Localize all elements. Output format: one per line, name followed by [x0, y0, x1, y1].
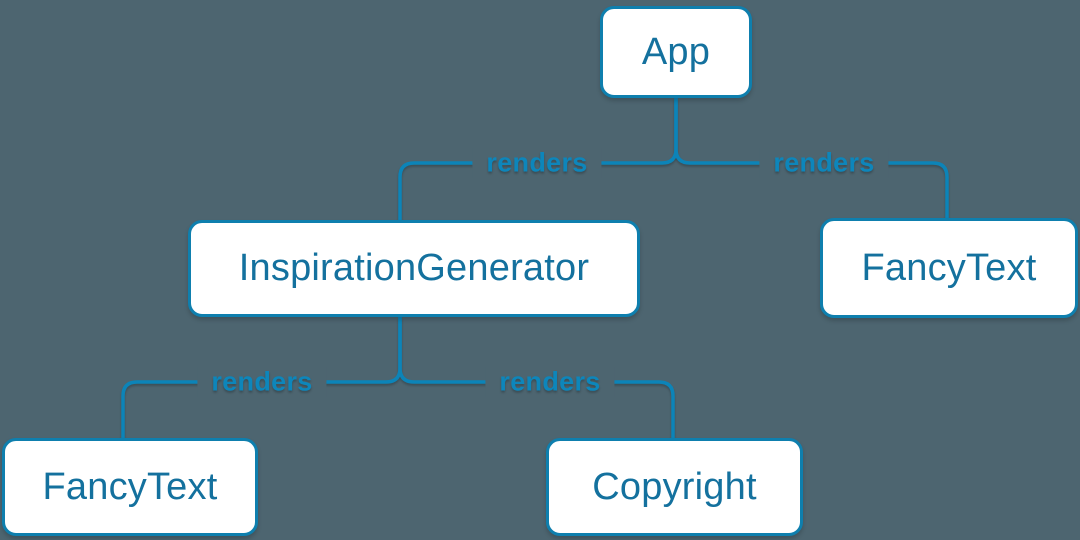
edge-label-renders-inspirationgenerator-fancytext: renders — [197, 366, 327, 398]
node-fancy-text-right-label: FancyText — [861, 246, 1037, 289]
node-inspiration-generator-label: InspirationGenerator — [238, 247, 590, 289]
edge-label-renders-inspirationgenerator-copyright: renders — [485, 366, 615, 398]
node-fancy-text-right: FancyText — [820, 218, 1078, 318]
edge-label-renders-app-fancytext: renders — [759, 147, 889, 179]
node-fancy-text-left-label: FancyText — [42, 465, 218, 508]
node-inspiration-generator: InspirationGenerator — [188, 220, 640, 317]
node-copyright: Copyright — [546, 438, 803, 536]
edge-label-renders-app-inspirationgenerator: renders — [472, 147, 602, 179]
node-app: App — [600, 6, 752, 98]
node-fancy-text-left: FancyText — [2, 438, 258, 536]
node-copyright-label: Copyright — [592, 465, 757, 508]
node-app-label: App — [641, 30, 711, 73]
